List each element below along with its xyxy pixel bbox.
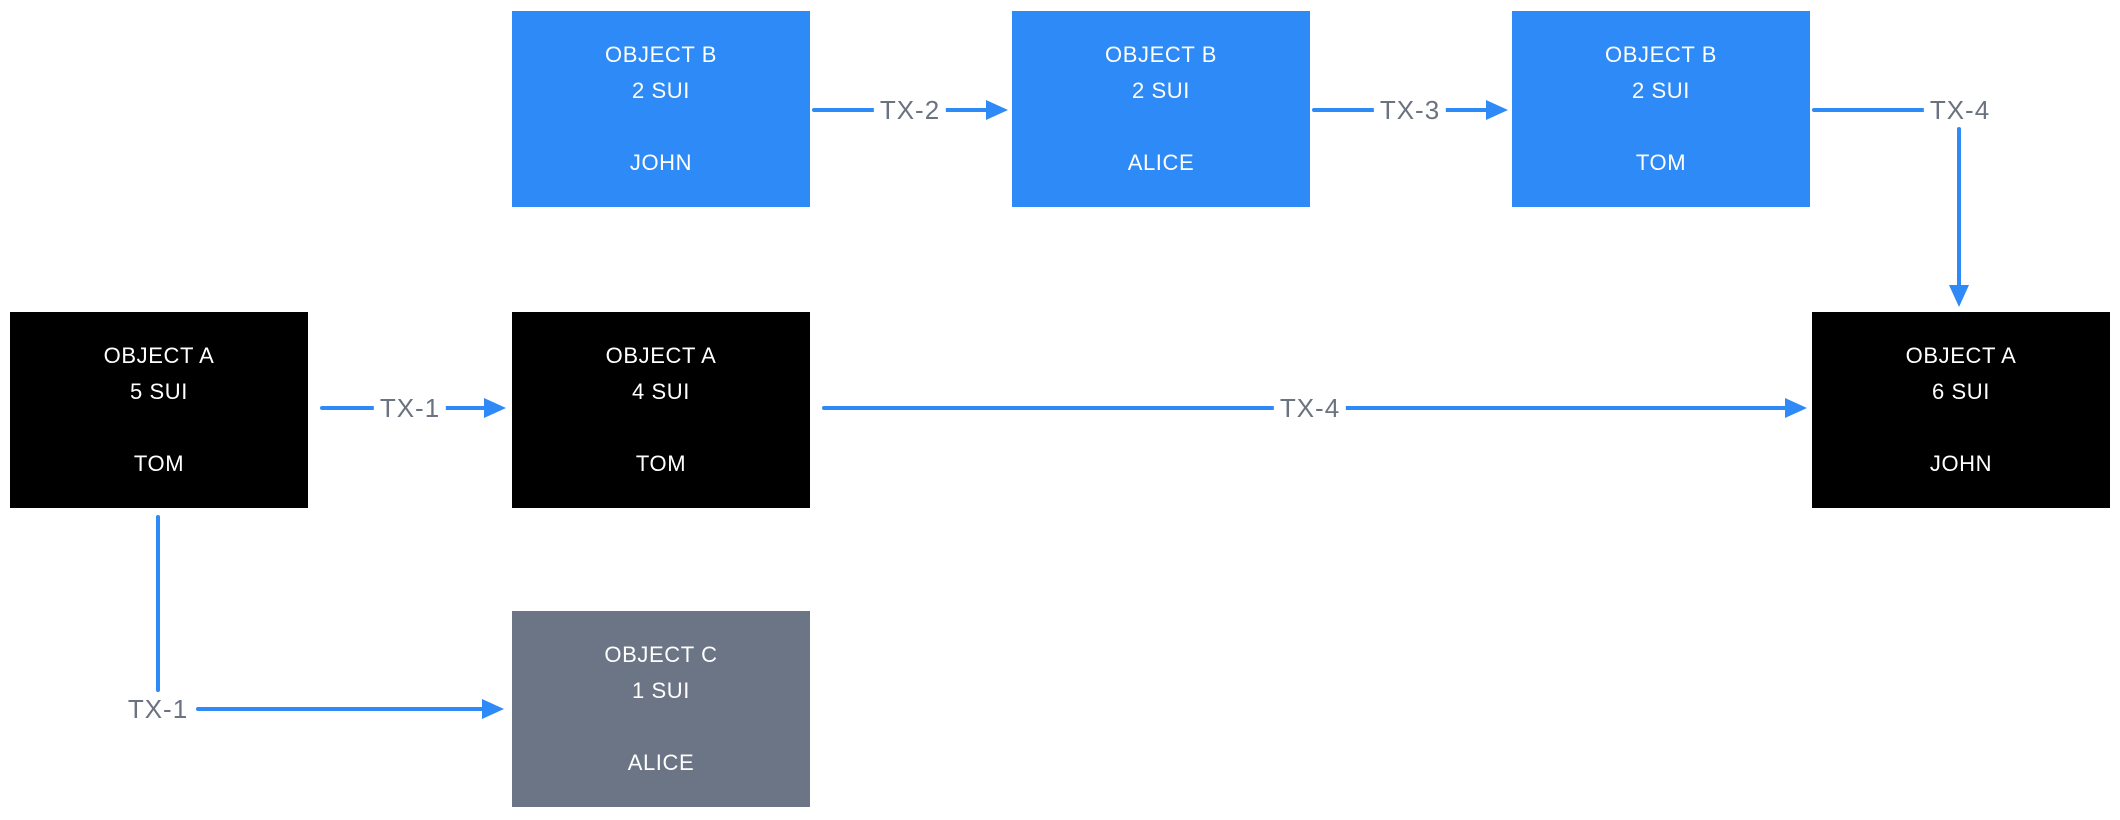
object-amount: 2 SUI: [1131, 78, 1191, 103]
tx-2-label: TX-2: [873, 95, 947, 125]
object-amount: 6 SUI: [1931, 379, 1991, 404]
object-owner: ALICE: [1127, 150, 1195, 175]
object-name: OBJECT B: [605, 42, 717, 67]
tx-3-label: TX-3: [1373, 95, 1447, 125]
tx-1-split-label: TX-1: [121, 694, 195, 724]
tx-1-split-arrowhead-icon: [482, 699, 504, 719]
node-object-a-john-6: OBJECT A 6 SUI JOHN: [1812, 312, 2110, 508]
object-owner: TOM: [133, 451, 185, 476]
tx-4-long-label: TX-4: [1273, 393, 1347, 423]
object-amount: 4 SUI: [631, 379, 691, 404]
object-name: OBJECT C: [604, 642, 718, 667]
object-name: OBJECT B: [1605, 42, 1717, 67]
object-owner: ALICE: [627, 750, 695, 775]
tx-4-bent-arrowhead-icon: [1949, 285, 1969, 307]
node-object-a-tom-4: OBJECT A 4 SUI TOM: [512, 312, 810, 508]
tx-1-split-line-horizontal: [196, 707, 484, 711]
tx-1-label: TX-1: [373, 393, 447, 423]
object-owner: TOM: [1635, 150, 1687, 175]
object-amount: 2 SUI: [1631, 78, 1691, 103]
object-name: OBJECT A: [103, 343, 215, 368]
object-name: OBJECT A: [1905, 343, 2017, 368]
node-object-b-john: OBJECT B 2 SUI JOHN: [512, 11, 810, 207]
node-object-c-alice: OBJECT C 1 SUI ALICE: [512, 611, 810, 807]
tx-4-long-arrowhead-icon: [1785, 398, 1807, 418]
object-name: OBJECT B: [1105, 42, 1217, 67]
node-object-b-tom: OBJECT B 2 SUI TOM: [1512, 11, 1810, 207]
object-owner: TOM: [635, 451, 687, 476]
tx-1-split-line-vertical: [156, 515, 160, 692]
tx-4-bent-line-vertical: [1957, 127, 1961, 287]
tx-4-bent-label: TX-4: [1923, 95, 1997, 125]
tx-1-arrowhead-icon: [484, 398, 506, 418]
object-amount: 5 SUI: [129, 379, 189, 404]
tx-2-arrowhead-icon: [986, 100, 1008, 120]
object-amount: 1 SUI: [631, 678, 691, 703]
node-object-a-tom-5: OBJECT A 5 SUI TOM: [10, 312, 308, 508]
object-owner: JOHN: [629, 150, 693, 175]
object-owner: JOHN: [1929, 451, 1993, 476]
tx-3-arrowhead-icon: [1486, 100, 1508, 120]
object-name: OBJECT A: [605, 343, 717, 368]
node-object-b-alice: OBJECT B 2 SUI ALICE: [1012, 11, 1310, 207]
object-amount: 2 SUI: [631, 78, 691, 103]
tx-4-bent-line-horizontal: [1812, 108, 1930, 112]
